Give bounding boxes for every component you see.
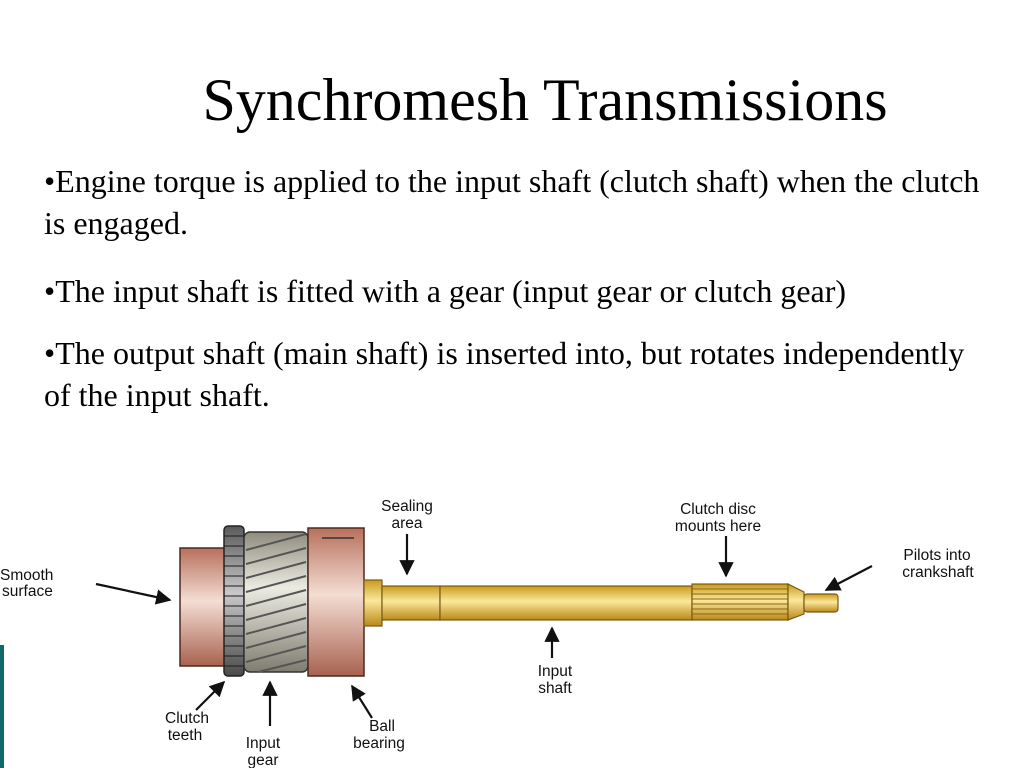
- label-clutch-disc: Clutch disc: [680, 501, 756, 518]
- bullet-output-shaft: •The output shaft (main shaft) is insert…: [44, 335, 965, 413]
- label-pilots-2: crankshaft: [902, 564, 974, 581]
- input-shaft-body: [439, 585, 693, 621]
- label-ball-bearing: Ball: [369, 718, 395, 735]
- clutch-teeth: [223, 525, 245, 677]
- label-clutch-teeth: Clutch: [165, 710, 209, 727]
- bullet-input-gear: •The input shaft is fitted with a gear (…: [44, 273, 847, 309]
- label-smooth-surface: Smooth: [0, 567, 53, 584]
- label-smooth-surface-2: surface: [2, 583, 53, 600]
- label-clutch-disc-2: mounts here: [675, 518, 761, 535]
- ball-bearing: [307, 527, 365, 677]
- label-input-shaft: Input: [538, 663, 573, 680]
- label-input-gear-2: gear: [247, 752, 278, 768]
- bullet-list: •Engine torque is applied to the input s…: [44, 160, 994, 442]
- label-input-gear: Input: [246, 735, 281, 752]
- label-pilots: Pilots into: [903, 547, 970, 564]
- sealing-area-collar: [363, 579, 441, 627]
- accent-bar: [0, 645, 4, 768]
- clutch-disc-splines: [691, 583, 789, 621]
- smooth-surface-bearing: [179, 547, 227, 667]
- label-sealing-area-2: area: [391, 515, 422, 532]
- label-ball-bearing-2: bearing: [353, 735, 405, 752]
- pilot-tip: [787, 583, 839, 621]
- input-shaft-diagram: Smooth surface Sealing area Clutch disc …: [0, 498, 974, 768]
- input-gear: [243, 531, 309, 673]
- label-input-shaft-2: shaft: [538, 680, 572, 697]
- callout-arrows: [95, 534, 873, 726]
- label-sealing-area: Sealing: [381, 498, 433, 515]
- slide-title: Synchromesh Transmissions: [202, 67, 888, 133]
- bullet-engine-torque: •Engine torque is applied to the input s…: [44, 163, 980, 241]
- label-clutch-teeth-2: teeth: [168, 727, 202, 744]
